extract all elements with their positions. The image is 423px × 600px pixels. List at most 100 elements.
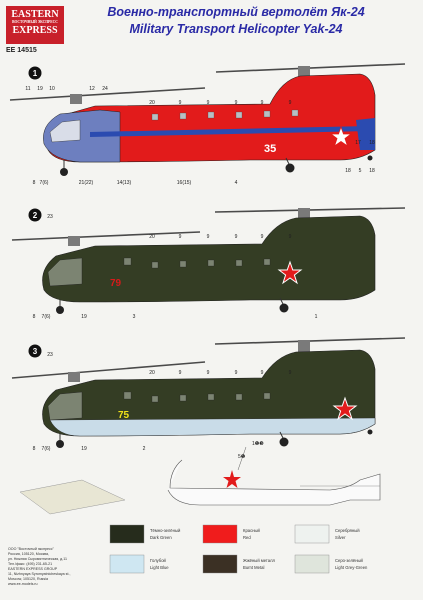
legend-item-light-grey-green: Серо-зелёный Light Grey-Green <box>294 554 368 574</box>
profile-number-badge <box>28 66 42 80</box>
decal-callout: 19 <box>81 446 87 452</box>
svg-text:ООО "Восточный экспресс": ООО "Восточный экспресс" <box>8 547 55 551</box>
decal-callout: 8 <box>33 446 36 452</box>
svg-text:Red: Red <box>243 535 251 540</box>
title-english: Military Transport Helicopter Yak-24 <box>129 22 342 36</box>
profile-number: 2 <box>33 211 38 220</box>
profile-number-badge <box>28 344 42 358</box>
decal-callout: 7(6) <box>40 180 49 186</box>
decal-callout: 9 <box>261 370 264 376</box>
decal-callout: 21(22) <box>79 180 94 186</box>
side-number: 35 <box>264 143 276 155</box>
decal-callout: 9 <box>207 100 210 106</box>
decal-callout: 9 <box>261 100 264 106</box>
side-number: 79 <box>110 278 122 289</box>
svg-text:Голубой: Голубой <box>150 558 167 563</box>
decal-callout: 18 <box>369 168 375 174</box>
cabin-windows <box>151 109 299 121</box>
svg-text:Тел./факс: (495) 231-65-21: Тел./факс: (495) 231-65-21 <box>8 562 52 566</box>
cabin-windows <box>123 257 271 269</box>
decal-callout: 9 <box>289 234 292 240</box>
svg-text:Dark Green: Dark Green <box>150 535 172 540</box>
decal-callout: 7(6) <box>42 446 51 452</box>
decal-callout: 3 <box>133 314 136 320</box>
tail-blue-band <box>356 118 375 150</box>
red-star-insignia <box>329 125 353 148</box>
cockpit-glazing <box>47 257 83 287</box>
profile-2: 2 79 <box>11 207 406 314</box>
profile-number: 3 <box>33 347 38 356</box>
svg-text:Тёмно-зелёный: Тёмно-зелёный <box>150 528 181 533</box>
logo-block: EASTERN ВОСТОЧНЫЙ ЭКСПРЕСС EXPRESS <box>6 6 64 44</box>
decal-callout: 1 <box>315 314 318 320</box>
svg-text:Burnt Metal: Burnt Metal <box>243 565 264 570</box>
svg-text:Серо-зелёный: Серо-зелёный <box>335 558 364 563</box>
profile-number: 1 <box>33 69 38 78</box>
decal-callout: 8 <box>33 314 36 320</box>
decal-callout: 9 <box>235 100 238 106</box>
svg-text:www.ee-models.ru: www.ee-models.ru <box>8 582 38 586</box>
legend-item-dark-green: Тёмно-зелёный Dark Green <box>109 524 181 544</box>
decal-callout: 9 <box>179 234 182 240</box>
decal-callout: 19 <box>81 314 87 320</box>
title-russian: Военно-транспортный вертолёт Як-24 <box>107 5 364 19</box>
cockpit-glazing <box>49 119 81 143</box>
cockpit-glazing <box>47 391 83 421</box>
decal-callout: 4 <box>235 180 238 186</box>
landing-gear <box>56 297 289 314</box>
decal-callout: 18 <box>369 140 375 146</box>
decal-callout: 8 <box>33 180 36 186</box>
logo-word-2: EXPRESS <box>12 25 57 36</box>
decal-callout: 2 <box>143 446 146 452</box>
logo-background <box>6 6 64 44</box>
svg-text:11, Nizhnyaya Syromyatnicheska: 11, Nizhnyaya Syromyatnicheskaya st., <box>8 572 70 576</box>
decal-callout: 9 <box>179 370 182 376</box>
legend-item-red: Красный Red <box>202 524 261 544</box>
decal-callout: 20 <box>149 370 155 376</box>
profile-number-badge <box>28 208 42 222</box>
decal-callout: 5 <box>359 168 362 174</box>
publisher-address: ООО "Восточный экспресс" Россия, 105120,… <box>8 547 70 586</box>
decal-callout: 9 <box>289 100 292 106</box>
rotor-blades <box>9 63 406 104</box>
decal-callout: 9 <box>261 234 264 240</box>
cabin-windows <box>123 391 271 403</box>
legend-item-burnt-metal: Жжёный металл Burnt Metal <box>202 554 276 574</box>
decal-callout: 9 <box>207 234 210 240</box>
underside-star-insignia <box>223 470 241 488</box>
svg-text:Light Blue: Light Blue <box>150 565 169 570</box>
svg-text:Серебряный: Серебряный <box>335 528 360 533</box>
fuselage <box>42 215 376 303</box>
svg-text:Жжёный металл: Жжёный металл <box>243 558 276 563</box>
decal-callout: 12 <box>89 86 95 92</box>
decal-callout: 9 <box>235 234 238 240</box>
decal-callout: 19 <box>37 86 43 92</box>
profile-3: 3 75 <box>11 337 406 448</box>
logo-word-1: EASTERN <box>11 9 59 20</box>
landing-gear <box>56 429 373 448</box>
svg-text:Moscow, 105120, Russia: Moscow, 105120, Russia <box>8 577 48 581</box>
decal-callout: 18 <box>345 168 351 174</box>
cheatline-stripe <box>90 126 370 137</box>
decal-callout: 17 <box>355 140 361 146</box>
svg-text:EASTERN EXPRESS GROUP: EASTERN EXPRESS GROUP <box>8 567 58 571</box>
decal-callout: 9 <box>207 370 210 376</box>
underside-callout: 5❶ <box>238 454 246 460</box>
rotor-blade-detail <box>19 479 126 515</box>
decal-callout: 23 <box>47 352 53 358</box>
decal-callout: 11 <box>25 86 30 92</box>
rotor-blades <box>11 207 406 246</box>
svg-text:Silver: Silver <box>335 535 346 540</box>
decal-callout: 10 <box>49 86 55 92</box>
underside-callout: 1❶❸ <box>252 441 264 447</box>
svg-text:Light Grey-Green: Light Grey-Green <box>335 565 368 570</box>
legend-item-light-blue: Голубой Light Blue <box>109 554 169 574</box>
rotor-blades <box>11 337 406 382</box>
decal-callout: 24 <box>102 86 108 92</box>
legend-item-silver: Серебряный Silver <box>294 524 360 544</box>
svg-text:Красный: Красный <box>243 528 261 533</box>
svg-text:ул. Нижняя Сыромятническая, д.: ул. Нижняя Сыромятническая, д.11 <box>8 557 67 561</box>
red-star-insignia <box>277 260 303 285</box>
underside-view: 1❶❸ 5❶ <box>167 441 381 506</box>
